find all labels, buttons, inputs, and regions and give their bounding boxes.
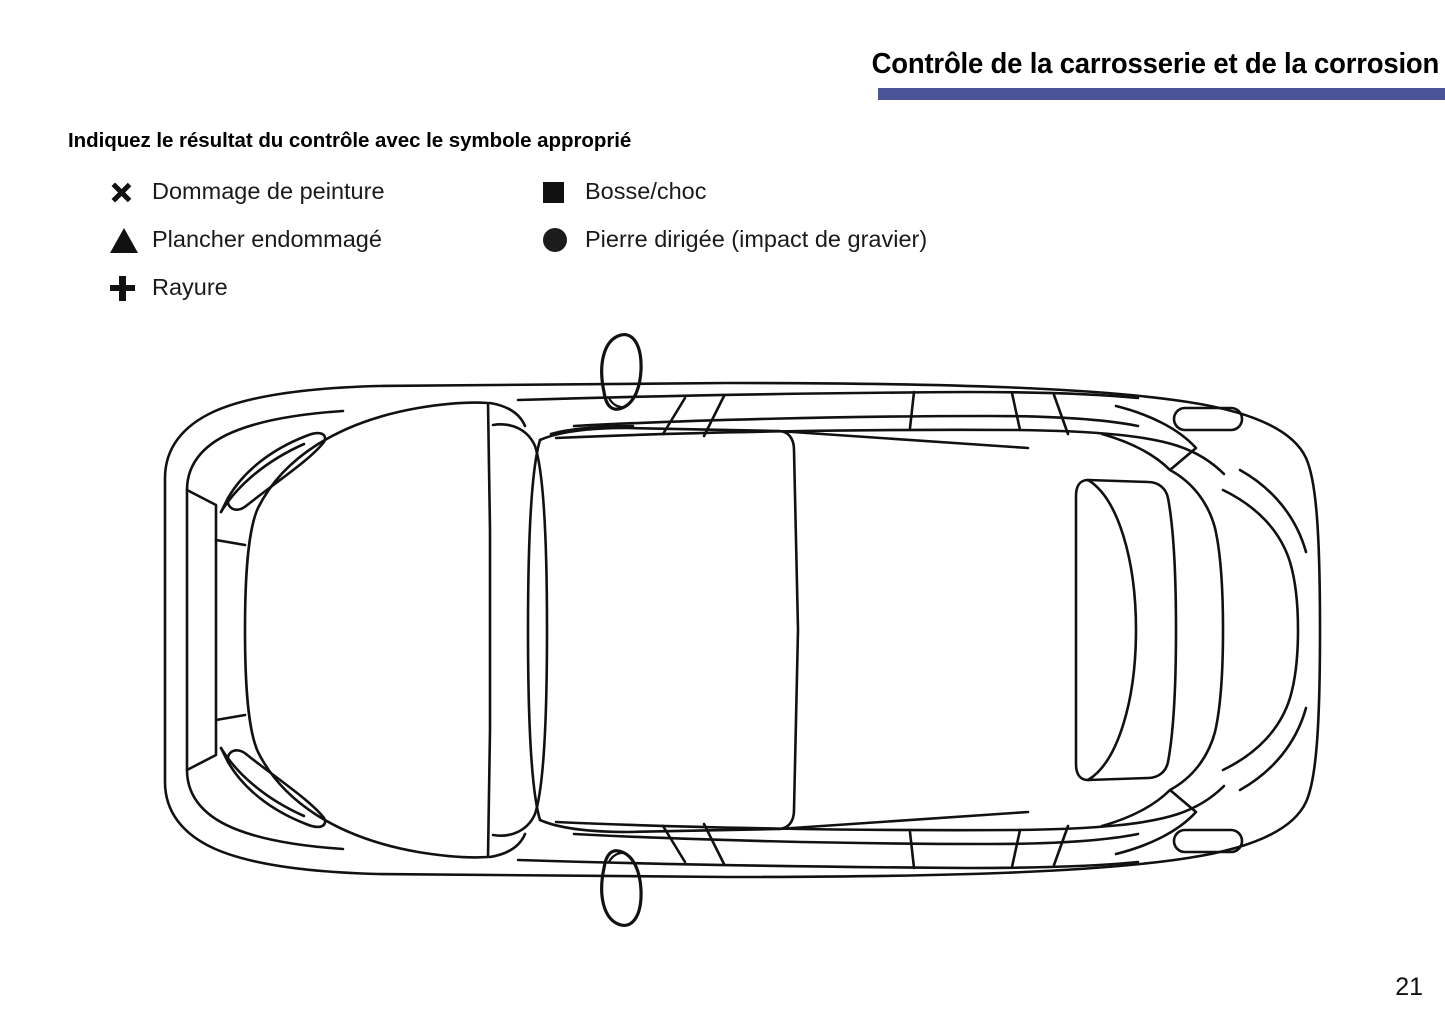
legend-column-right: Bosse/choc Pierre dirigée (impact de gra…: [543, 168, 1103, 264]
legend-label-stone-chip: Pierre dirigée (impact de gravier): [585, 226, 928, 253]
legend-label-scratch: Rayure: [152, 274, 228, 301]
filled-circle-icon: [543, 220, 583, 260]
page-header: Contrôle de la carrosserie et de la corr…: [0, 0, 1445, 110]
instruction-text: Indiquez le résultat du contrôle avec le…: [68, 129, 632, 152]
filled-square-icon: [543, 172, 583, 212]
filled-triangle-icon: [110, 220, 150, 260]
legend-label-dent: Bosse/choc: [585, 178, 707, 205]
legend-item-floor-damage: Plancher endommagé: [110, 216, 540, 264]
page-title: Contrôle de la carrosserie et de la corr…: [871, 48, 1439, 80]
header-accent-rule: [878, 88, 1445, 100]
legend-item-dent: Bosse/choc: [543, 168, 1103, 216]
legend-item-scratch: Rayure: [110, 264, 540, 312]
vehicle-top-view-diagram: [88, 330, 1338, 930]
legend-label-floor-damage: Plancher endommagé: [152, 226, 382, 253]
legend-item-stone-chip: Pierre dirigée (impact de gravier): [543, 216, 1103, 264]
plus-mark-icon: [110, 268, 150, 308]
legend-label-paint-damage: Dommage de peinture: [152, 178, 385, 205]
legend-item-paint-damage: Dommage de peinture: [110, 168, 540, 216]
legend-column-left: Dommage de peinture Plancher endommagé R…: [110, 168, 540, 312]
page-number: 21: [1395, 973, 1423, 1001]
x-mark-icon: [110, 172, 150, 212]
